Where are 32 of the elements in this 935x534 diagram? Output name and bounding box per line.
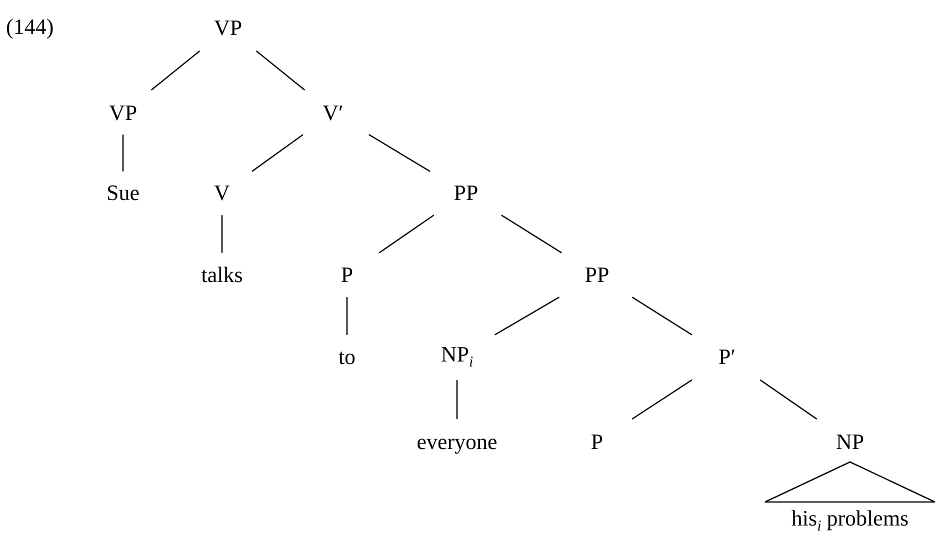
- tree-node-label: PP: [454, 182, 478, 204]
- tree-branch: [632, 379, 692, 420]
- tree-node-label: VP: [214, 17, 242, 39]
- tree-node-label: NP: [836, 431, 864, 453]
- tree-branch: [256, 50, 306, 91]
- tree-node-label: Sue: [106, 182, 140, 204]
- tree-branch: [501, 214, 562, 254]
- tree-node-label: his$_{i}$ problems: [791, 507, 909, 534]
- tree-node-label: everyone: [416, 431, 498, 453]
- tree-node-label: P: [590, 431, 604, 453]
- tree-branch: [346, 297, 348, 335]
- tree-branch: [632, 296, 692, 336]
- tree-node-label: P′: [718, 346, 736, 368]
- tree-node-label: V: [214, 182, 230, 204]
- tree-node-label: VP: [108, 102, 138, 124]
- tree-branch: [368, 134, 430, 172]
- tree-node-label: V′: [322, 102, 344, 124]
- example-number: (144): [6, 16, 54, 38]
- tree-branch: [252, 134, 304, 172]
- tree-node-label: to: [338, 346, 356, 368]
- triangle-branch: [764, 461, 935, 503]
- tree-branch: [494, 296, 560, 336]
- tree-branch: [378, 214, 434, 254]
- tree-node-label: PP: [584, 264, 610, 286]
- tree-branch: [221, 215, 223, 253]
- tree-branch: [122, 134, 124, 172]
- tree-node-label: NP$_{i}$: [440, 343, 474, 371]
- tree-node-label: P: [340, 264, 354, 286]
- tree-branch: [150, 50, 200, 91]
- tree-branch: [456, 380, 458, 420]
- tree-node-label: talks: [201, 264, 243, 286]
- tree-branch: [760, 379, 818, 420]
